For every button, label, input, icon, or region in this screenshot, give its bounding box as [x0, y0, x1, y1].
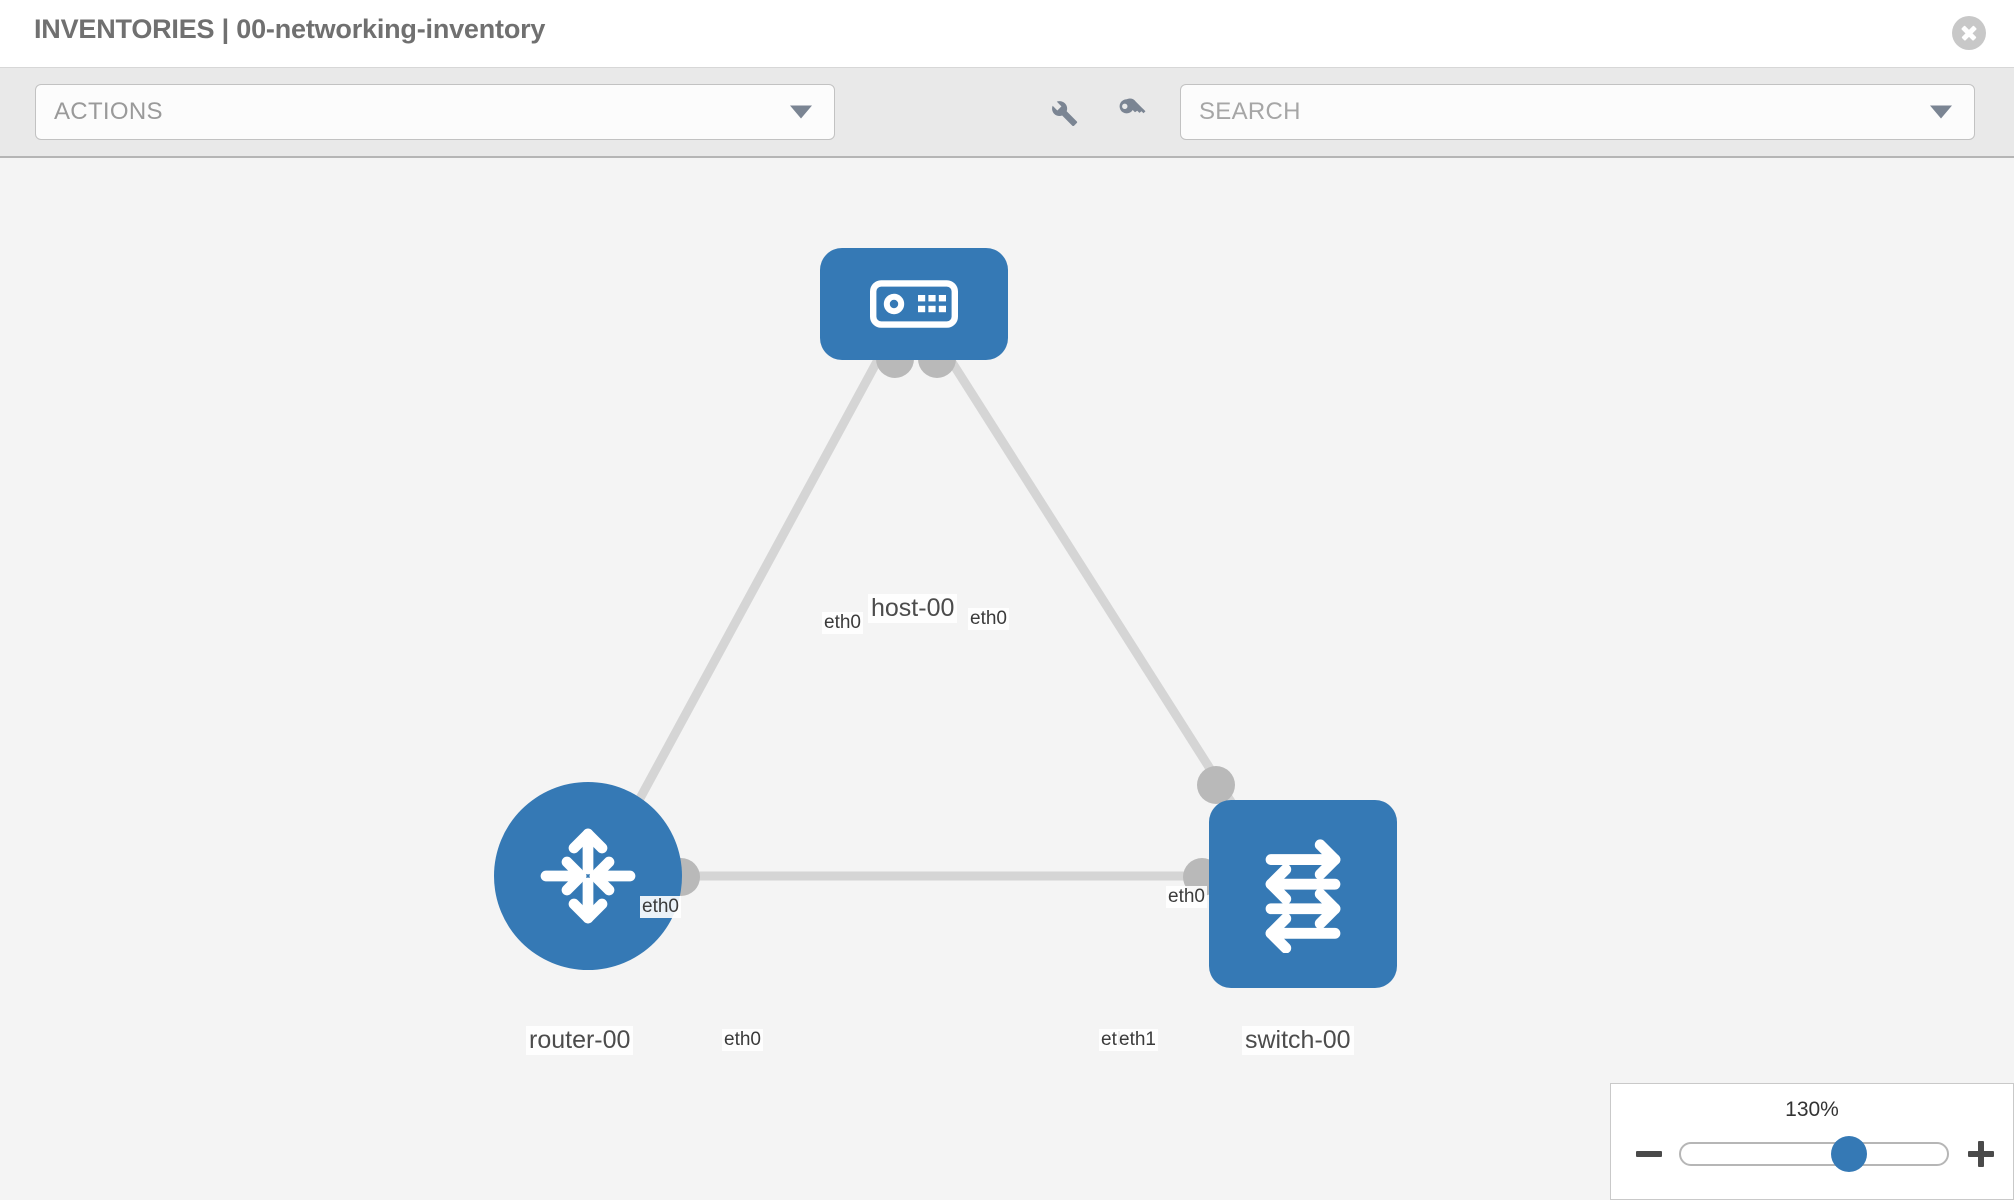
zoom-out-button[interactable] — [1631, 1136, 1667, 1172]
actions-dropdown[interactable]: ACTIONS — [35, 84, 835, 140]
search-placeholder: SEARCH — [1199, 98, 1301, 125]
edge-label-host-switch-far: eth0 — [1166, 886, 1207, 908]
page-header: INVENTORIES | 00-networking-inventory — [0, 0, 2014, 68]
toolbar: ACTIONS SEARCH — [0, 68, 2014, 158]
zoom-slider[interactable] — [1679, 1136, 1949, 1172]
server-icon — [870, 280, 958, 328]
wrench-icon[interactable] — [1035, 84, 1091, 140]
node-host-00[interactable] — [820, 248, 1008, 378]
key-icon[interactable] — [1105, 84, 1161, 140]
edge-label-router-switch-near: eth0 — [722, 1029, 763, 1051]
node-router-00[interactable] — [494, 782, 700, 970]
chevron-down-icon — [1930, 105, 1952, 119]
node-label-host-00: host-00 — [868, 594, 958, 623]
zoom-slider-thumb[interactable] — [1830, 1136, 1867, 1172]
node-switch-00[interactable] — [1183, 766, 1397, 988]
edge-label-host-router-near: eth0 — [822, 612, 863, 634]
connector-nub — [1197, 766, 1235, 804]
zoom-control-panel: 130% — [1610, 1083, 2014, 1200]
edge-label-router-switch-far: eth1 — [1117, 1029, 1158, 1051]
zoom-in-button[interactable] — [1963, 1136, 1999, 1172]
chevron-down-icon — [790, 105, 812, 119]
actions-dropdown-label: ACTIONS — [54, 98, 163, 125]
zoom-level-value: 130% — [1785, 1098, 1839, 1121]
topology-canvas[interactable]: host-00 — [0, 160, 2014, 1200]
switch-arrows-icon — [1265, 839, 1341, 953]
edge-label-host-router-far: eth0 — [640, 896, 681, 918]
router-arrows-icon — [540, 828, 636, 924]
topology-graph: host-00 — [0, 160, 2014, 1200]
host-node-shape[interactable] — [820, 248, 1008, 360]
page-title: INVENTORIES | 00-networking-inventory — [34, 14, 546, 44]
link-host-router — [608, 353, 884, 853]
edge-label-host-switch-near: eth0 — [968, 608, 1009, 630]
router-node-shape[interactable] — [494, 782, 682, 970]
close-icon[interactable] — [1952, 16, 1986, 50]
switch-node-shape[interactable] — [1209, 800, 1397, 988]
node-label-switch-00: switch-00 — [1242, 1026, 1354, 1055]
search-input[interactable]: SEARCH — [1180, 84, 1975, 140]
node-label-router-00: router-00 — [526, 1026, 634, 1055]
